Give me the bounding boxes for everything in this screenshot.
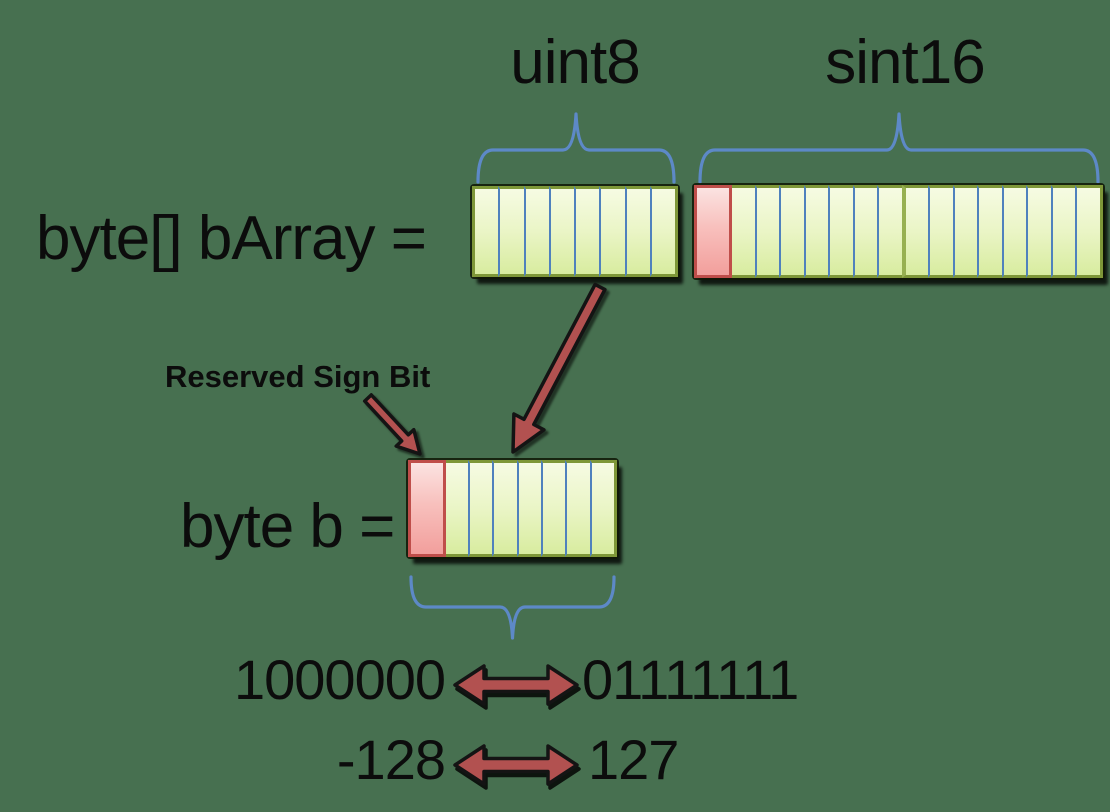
bit-cell	[516, 460, 542, 557]
bit-cell	[779, 185, 804, 278]
bit-cell	[523, 186, 549, 277]
uint8-to-byte-arrow-icon	[511, 282, 607, 454]
bit-cell	[928, 185, 953, 278]
bit-cell	[1050, 185, 1076, 278]
bit-cell	[877, 185, 902, 278]
bit-cell	[541, 460, 566, 557]
bit-cell	[732, 185, 755, 278]
decimal-max-value: 127	[588, 728, 679, 791]
bit-cell	[574, 186, 600, 277]
bit-cell	[599, 186, 625, 277]
bit-cell	[649, 186, 678, 277]
bit-cell	[565, 460, 590, 557]
decimal-min-value: -128	[336, 728, 446, 791]
bit-cell	[492, 460, 517, 557]
bit-cell	[952, 185, 978, 278]
sign-bit-cell	[694, 185, 732, 278]
bit-cell	[1075, 185, 1103, 278]
uint8-bit-box	[472, 186, 678, 277]
bit-cell	[977, 185, 1002, 278]
bit-cell	[589, 460, 617, 557]
sign-bit-cell	[408, 460, 446, 557]
reserved-sign-bit-arrow-icon	[362, 393, 422, 456]
bit-cell	[803, 185, 829, 278]
bit-cell	[472, 186, 499, 277]
binary-range-arrow-icon	[453, 664, 579, 706]
bit-cell	[852, 185, 878, 278]
bit-cell	[445, 460, 469, 557]
sint16-brace-icon	[698, 112, 1100, 184]
bit-cell	[754, 185, 780, 278]
sint16-bit-box	[694, 185, 1103, 278]
uint8-brace-icon	[476, 112, 676, 184]
bit-cell	[498, 186, 524, 277]
binary-max-value: 01111111	[582, 648, 799, 711]
bit-cell	[468, 460, 493, 557]
barray-assignment-label: byte[] bArray =	[36, 204, 427, 273]
bit-cell	[828, 185, 853, 278]
byte-b-brace-icon	[409, 575, 616, 640]
bit-cell	[1026, 185, 1051, 278]
bit-cell	[548, 186, 574, 277]
bit-cell	[624, 186, 650, 277]
binary-min-value: 1000000	[233, 648, 446, 711]
reserved-sign-bit-label: Reserved Sign Bit	[165, 359, 431, 394]
byte-assignment-label: byte b =	[180, 492, 395, 561]
decimal-range-arrow-icon	[453, 744, 579, 786]
bit-cell	[901, 185, 929, 278]
bit-cell	[1001, 185, 1027, 278]
uint8-label: uint8	[510, 28, 640, 97]
sint16-label: sint16	[825, 28, 985, 97]
byte-b-bit-box	[408, 460, 617, 557]
